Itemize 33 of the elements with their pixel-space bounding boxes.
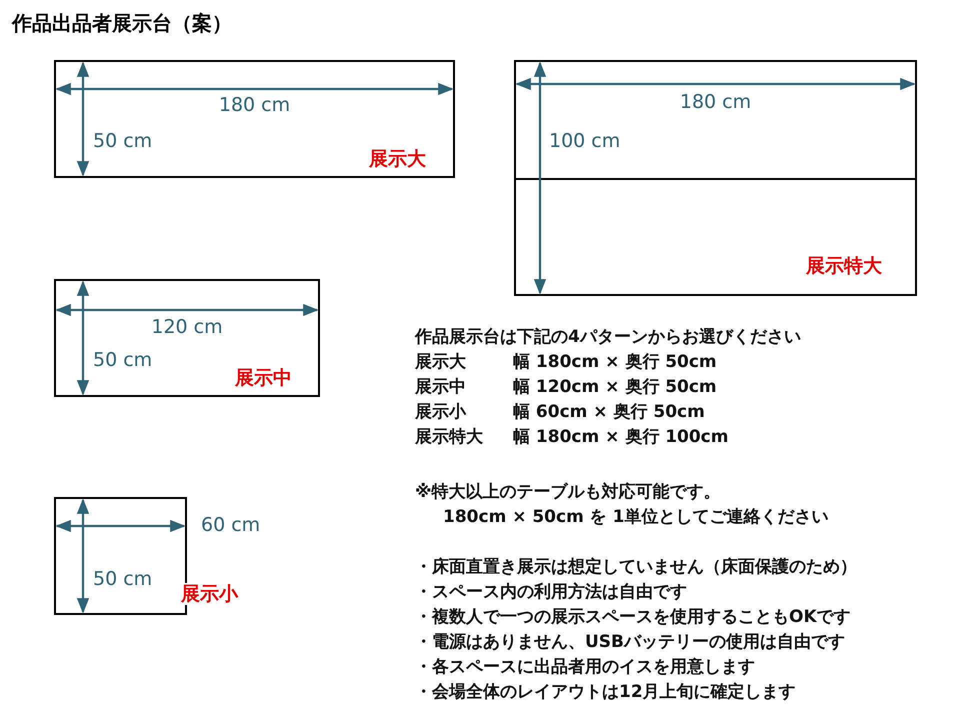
bullet-item: ・複数人で一つの展示スペースを使用することもOKです bbox=[415, 606, 851, 628]
dimension-text: 60 cm bbox=[201, 514, 260, 536]
table-cell: 展示小 bbox=[415, 401, 466, 423]
bullet-item: ・会場全体のレイアウトは12月上旬に確定します bbox=[415, 681, 796, 703]
instruction-text: 作品展示台は下記の4パターンからお選びください bbox=[415, 326, 801, 348]
table-cell: 幅 180cm × 奥行 100cm bbox=[513, 426, 728, 448]
table-outline bbox=[54, 60, 455, 178]
table-size-name: 展示特大 bbox=[806, 255, 882, 277]
table-cell: 展示大 bbox=[415, 351, 466, 373]
bullet-item: ・スペース内の利用方法は自由です bbox=[415, 581, 687, 603]
dimension-text: 50 cm bbox=[93, 568, 152, 590]
note-text: 180cm × 50cm を 1単位としてご連絡ください bbox=[443, 506, 828, 528]
table-cell: 幅 60cm × 奥行 50cm bbox=[513, 401, 705, 423]
dimension-text: 120 cm bbox=[151, 316, 223, 338]
table-cell: 展示中 bbox=[415, 376, 466, 398]
dimension-text: 100 cm bbox=[549, 130, 620, 152]
table-size-name: 展示大 bbox=[369, 148, 426, 170]
table-cell: 幅 180cm × 奥行 50cm bbox=[513, 351, 717, 373]
table-outline bbox=[514, 60, 917, 296]
bullet-item: ・床面直置き展示は想定していません（床面保護のため） bbox=[415, 556, 857, 578]
table-cell: 幅 120cm × 奥行 50cm bbox=[513, 376, 717, 398]
note-text: ※特大以上のテーブルも対応可能です。 bbox=[415, 481, 721, 503]
title: 作品出品者展示台（案） bbox=[12, 10, 232, 37]
dimension-text: 180 cm bbox=[218, 94, 290, 116]
table-outline bbox=[54, 279, 320, 397]
table-cell: 展示特大 bbox=[415, 426, 483, 448]
bullet-item: ・各スペースに出品者用のイスを用意します bbox=[415, 656, 755, 678]
table-size-name: 展示小 bbox=[181, 583, 238, 605]
dimension-text: 50 cm bbox=[93, 130, 152, 152]
table-size-name: 展示中 bbox=[235, 367, 292, 389]
dimension-text: 180 cm bbox=[680, 91, 752, 113]
dimension-text: 50 cm bbox=[93, 349, 152, 371]
bullet-item: ・電源はありません、USBバッテリーの使用は自由です bbox=[415, 631, 846, 653]
